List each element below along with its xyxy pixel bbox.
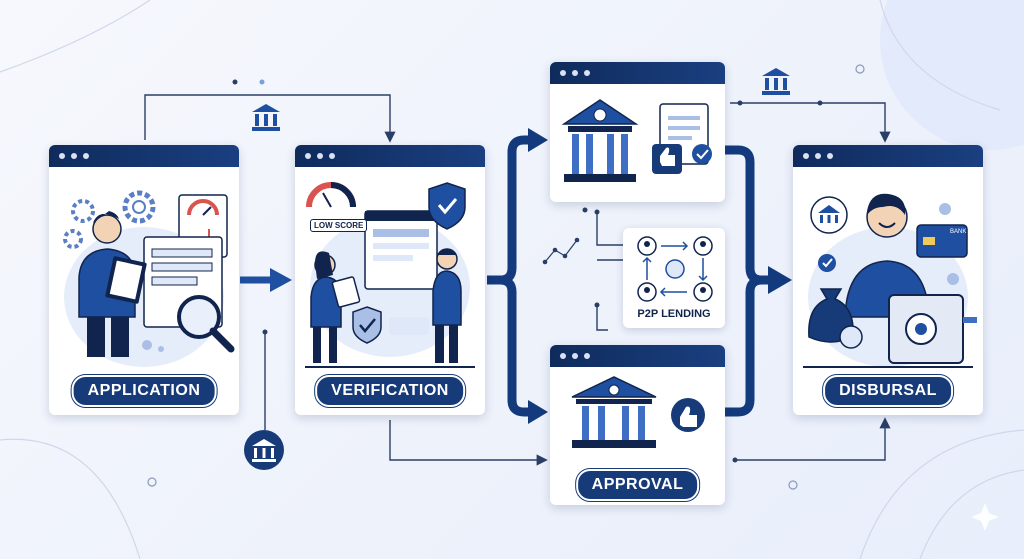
- bank-card-icon: [916, 224, 968, 258]
- decor-ring: [147, 477, 157, 487]
- person-head: [92, 214, 122, 244]
- gear-icon: [122, 190, 156, 224]
- bank-icon: [252, 104, 280, 131]
- verification-illustration: [305, 182, 475, 368]
- bank-icon: [571, 376, 657, 448]
- approval-bank-illustration: [561, 99, 712, 182]
- panel-approval: APPROVAL: [550, 345, 725, 505]
- arrow-approval-disbursal: [725, 145, 770, 285]
- window-bar: [49, 145, 239, 167]
- window-bar: [295, 145, 485, 167]
- decor-ring: [855, 64, 865, 74]
- key-icon: [963, 317, 977, 323]
- stage-label-application: APPLICATION: [71, 375, 217, 407]
- p2p-lending-node: P2P LENDING: [623, 228, 725, 328]
- p2p-lending-label: P2P LENDING: [637, 308, 711, 320]
- disbursal-illustration: [803, 193, 977, 368]
- panel-verification: LOW SCORE VERIFICATION: [295, 145, 485, 415]
- user-icon: [637, 282, 657, 302]
- exchange-icon: [665, 259, 685, 279]
- bank-icon-badge: [244, 430, 284, 470]
- shield-check-icon: [352, 306, 382, 344]
- check-badge-icon: [939, 203, 951, 215]
- bank-card-text: BANK: [950, 229, 967, 235]
- arrow-to-approval-top: [487, 135, 530, 285]
- sparkle-icon: [971, 503, 999, 531]
- bank-icon: [762, 68, 790, 95]
- bank-icon: [561, 99, 639, 182]
- window-bar: [550, 345, 725, 367]
- stage-label-verification: VERIFICATION: [315, 375, 465, 407]
- window-bar: [550, 62, 725, 84]
- magnifier-icon: [177, 295, 235, 353]
- shield-check-icon: [428, 182, 466, 230]
- connector-application-verification: [144, 94, 396, 143]
- panel-application: APPLICATION: [49, 145, 239, 415]
- user-icon: [637, 236, 657, 256]
- p2p-network-illustration: [637, 236, 713, 302]
- connector-approval-disbursal-bottom: [735, 417, 891, 461]
- window-bar: [793, 145, 983, 167]
- check-badge-icon: [947, 273, 959, 285]
- gear-icon: [71, 199, 95, 223]
- user-icon: [693, 282, 713, 302]
- decor-ring: [788, 480, 798, 490]
- money-bag-icon: [808, 288, 854, 343]
- check-badge-icon: [818, 254, 836, 272]
- verification-document: [364, 210, 438, 290]
- panel-disbursal: BANK DISBURSAL: [793, 145, 983, 415]
- arrow-to-approval-bottom: [487, 275, 530, 417]
- gear-icon: [63, 229, 83, 249]
- panel-approval-bank: [550, 62, 725, 202]
- stage-label-approval: APPROVAL: [575, 469, 700, 501]
- coin-icon: [839, 325, 863, 349]
- application-illustration: [63, 190, 235, 367]
- approval-illustration: [571, 376, 705, 448]
- low-score-tag: LOW SCORE: [310, 219, 368, 232]
- stage-label-disbursal: DISBURSAL: [823, 375, 953, 407]
- user-icon: [693, 236, 713, 256]
- check-badge-icon: [692, 144, 712, 164]
- connector-verification-approval: [389, 420, 548, 466]
- connector-approval-disbursal-top: [730, 102, 891, 143]
